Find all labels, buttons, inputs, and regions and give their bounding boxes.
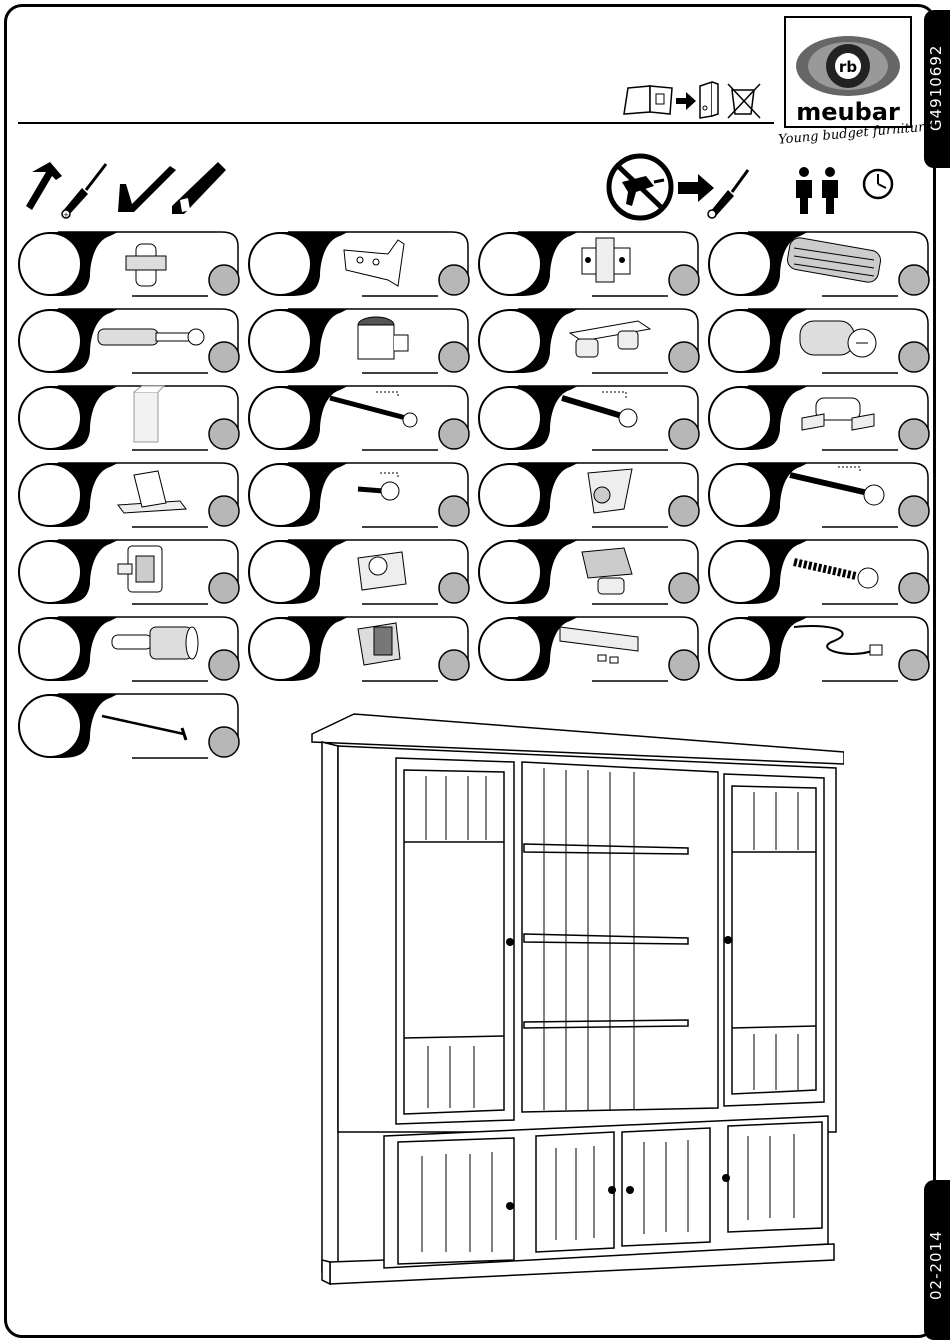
plastic-dowel-icon bbox=[800, 321, 876, 357]
lower-door bbox=[398, 1138, 514, 1264]
part-dowel-connector bbox=[18, 230, 240, 296]
corner-support-icon bbox=[588, 469, 632, 513]
part-short-screw bbox=[248, 461, 470, 527]
part-shelf-pin bbox=[18, 615, 240, 681]
part-shelf-bracket bbox=[708, 384, 930, 450]
keep-instructions-icons bbox=[620, 80, 770, 120]
led-light-strip-icon bbox=[560, 627, 638, 663]
hinge-icon bbox=[344, 240, 404, 286]
screwdriver-icon bbox=[708, 170, 748, 218]
part-cam-housing bbox=[248, 538, 470, 604]
part-nail bbox=[18, 692, 240, 758]
header-divider bbox=[18, 122, 774, 124]
part-led-light-strip bbox=[478, 615, 700, 681]
nail-icon bbox=[102, 716, 186, 740]
long-screw-icon bbox=[790, 467, 884, 505]
glass-shelf-support-icon bbox=[582, 548, 632, 594]
hinge-catch-icon bbox=[118, 546, 162, 592]
clock-icon bbox=[864, 170, 892, 198]
part-wood-screw-large bbox=[478, 384, 700, 450]
screwdriver-icon: + bbox=[62, 164, 106, 219]
part-wood-screw-small bbox=[248, 384, 470, 450]
part-plastic-dowel bbox=[708, 307, 930, 373]
part-connector-bolt bbox=[18, 307, 240, 373]
part-corner-support bbox=[478, 461, 700, 527]
glass-clip-icon bbox=[118, 471, 186, 513]
document-code-tab: G4910692 bbox=[924, 10, 950, 168]
part-power-cable bbox=[708, 615, 930, 681]
mounting-plate-icon bbox=[582, 238, 630, 282]
no-disposal-icon bbox=[728, 84, 760, 118]
coarse-screw-icon bbox=[794, 562, 878, 588]
document-date: 02-2014 bbox=[927, 1210, 947, 1320]
shelf-connector-icon bbox=[570, 321, 650, 357]
required-tools: + bbox=[22, 158, 237, 220]
cabinet-illustration bbox=[308, 712, 844, 1300]
corner-block-icon bbox=[134, 386, 164, 442]
wooden-dowel-icon bbox=[786, 236, 882, 283]
part-corner-block bbox=[18, 384, 240, 450]
logo-mark: rb bbox=[839, 58, 857, 76]
cabinet-side bbox=[322, 742, 338, 1282]
part-wooden-dowel bbox=[708, 230, 930, 296]
eye-logo-icon: rb meubar bbox=[786, 18, 910, 126]
shelf-bracket-icon bbox=[802, 398, 874, 430]
two-persons-icon bbox=[796, 167, 838, 214]
part-hinge bbox=[248, 230, 470, 296]
part-glass-clip bbox=[18, 461, 240, 527]
door-knob bbox=[506, 938, 514, 946]
part-cam-lock bbox=[248, 307, 470, 373]
part-mounting-plate bbox=[478, 230, 700, 296]
cam-housing-icon bbox=[358, 552, 406, 590]
hammer-icon bbox=[26, 162, 62, 210]
svg-text:+: + bbox=[63, 211, 69, 219]
document-date-tab: 02-2014 bbox=[924, 1180, 950, 1340]
short-screw-icon bbox=[358, 473, 399, 500]
saw-icon bbox=[172, 162, 226, 214]
part-shelf-connector bbox=[478, 307, 700, 373]
booklet-icon bbox=[624, 86, 672, 114]
arrow-icon bbox=[676, 92, 696, 110]
no-power-drill-icon bbox=[609, 156, 671, 218]
part-coarse-screw bbox=[708, 538, 930, 604]
dowel-connector-icon bbox=[126, 244, 166, 286]
power-cable-icon bbox=[794, 626, 882, 655]
part-hinge-catch bbox=[18, 538, 240, 604]
brand-logo: rb meubar bbox=[784, 16, 912, 128]
wood-screw-small-icon bbox=[330, 392, 417, 427]
assembly-rules bbox=[606, 152, 906, 222]
brand-name: meubar bbox=[796, 98, 900, 126]
glass-holder-icon bbox=[358, 623, 400, 665]
set-square-icon bbox=[118, 166, 176, 212]
part-glass-shelf-support bbox=[478, 538, 700, 604]
arrow-icon bbox=[678, 174, 714, 202]
shelf-pin-icon bbox=[112, 627, 198, 659]
part-glass-holder bbox=[248, 615, 470, 681]
wood-screw-large-icon bbox=[562, 392, 637, 427]
part-long-screw bbox=[708, 461, 930, 527]
cam-lock-icon bbox=[358, 317, 408, 359]
binder-icon bbox=[700, 82, 718, 118]
connector-bolt-icon bbox=[98, 329, 204, 345]
